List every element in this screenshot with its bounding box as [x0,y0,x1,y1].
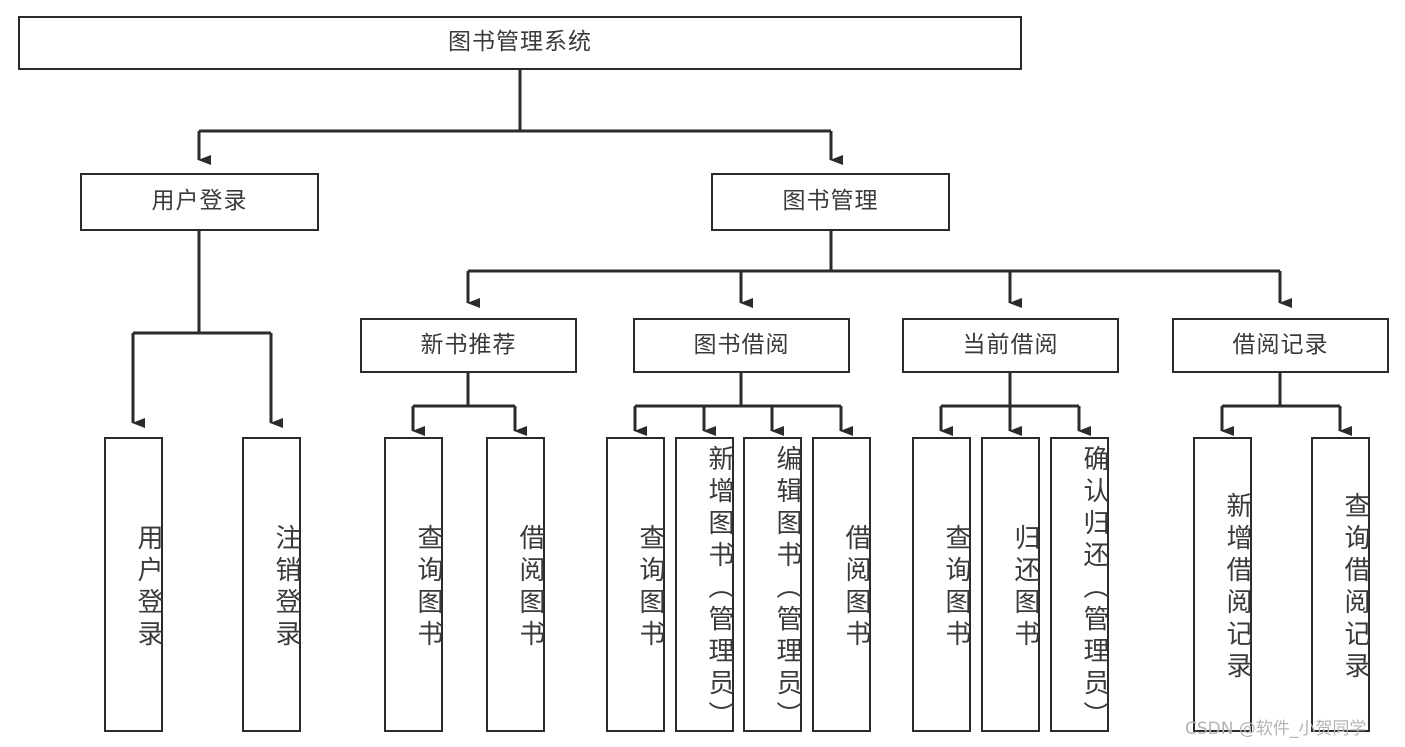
node-user-login[interactable]: 用户登录 [80,173,319,231]
node-label: 查询图书 [941,523,971,652]
leaf-logout[interactable]: 注销登录 [242,437,301,732]
leaf-query-book-current[interactable]: 查询图书 [912,437,971,732]
node-book-management[interactable]: 图书管理 [711,173,950,231]
node-label: 当前借阅 [962,331,1059,358]
leaf-add-borrow-record[interactable]: 新增借阅记录 [1193,437,1252,732]
node-label: 图书管理系统 [448,29,592,56]
node-label: 借阅图书 [841,523,871,652]
node-label: 注销登录 [271,523,301,652]
node-label: 用户登录 [151,188,248,215]
node-current-borrow[interactable]: 当前借阅 [902,318,1119,373]
node-book-borrow[interactable]: 图书借阅 [633,318,850,373]
node-label: 确认归还（管理员） [1079,445,1109,733]
node-label: 借阅图书 [515,523,545,652]
node-label: 编辑图书（管理员） [772,445,802,733]
node-new-book-recommend[interactable]: 新书推荐 [360,318,577,373]
leaf-query-book-recommend[interactable]: 查询图书 [384,437,443,732]
leaf-confirm-return-admin[interactable]: 确认归还（管理员） [1050,437,1109,733]
leaf-query-borrow-record[interactable]: 查询借阅记录 [1311,437,1370,732]
leaf-add-book-admin[interactable]: 新增图书（管理员） [675,437,734,733]
node-label: 用户登录 [133,523,163,652]
node-label: 归还图书 [1010,523,1040,652]
node-label: 新增图书（管理员） [704,445,734,733]
leaf-borrow-book-recommend[interactable]: 借阅图书 [486,437,545,732]
node-label: 新书推荐 [420,331,517,358]
node-label: 查询图书 [635,523,665,652]
node-borrow-record[interactable]: 借阅记录 [1172,318,1389,373]
leaf-borrow-book[interactable]: 借阅图书 [812,437,871,732]
node-root-system[interactable]: 图书管理系统 [18,16,1022,70]
leaf-query-book-borrow[interactable]: 查询图书 [606,437,665,732]
node-label: 查询图书 [413,523,443,652]
leaf-user-login[interactable]: 用户登录 [104,437,163,732]
leaf-edit-book-admin[interactable]: 编辑图书（管理员） [743,437,802,733]
node-label: 查询借阅记录 [1340,491,1370,684]
node-label: 图书借阅 [693,331,790,358]
node-label: 借阅记录 [1232,331,1329,358]
leaf-return-book[interactable]: 归还图书 [981,437,1040,732]
watermark-text: CSDN @软件_小贺同学 [1185,719,1367,739]
node-label: 图书管理 [782,188,879,215]
node-label: 新增借阅记录 [1222,491,1252,684]
